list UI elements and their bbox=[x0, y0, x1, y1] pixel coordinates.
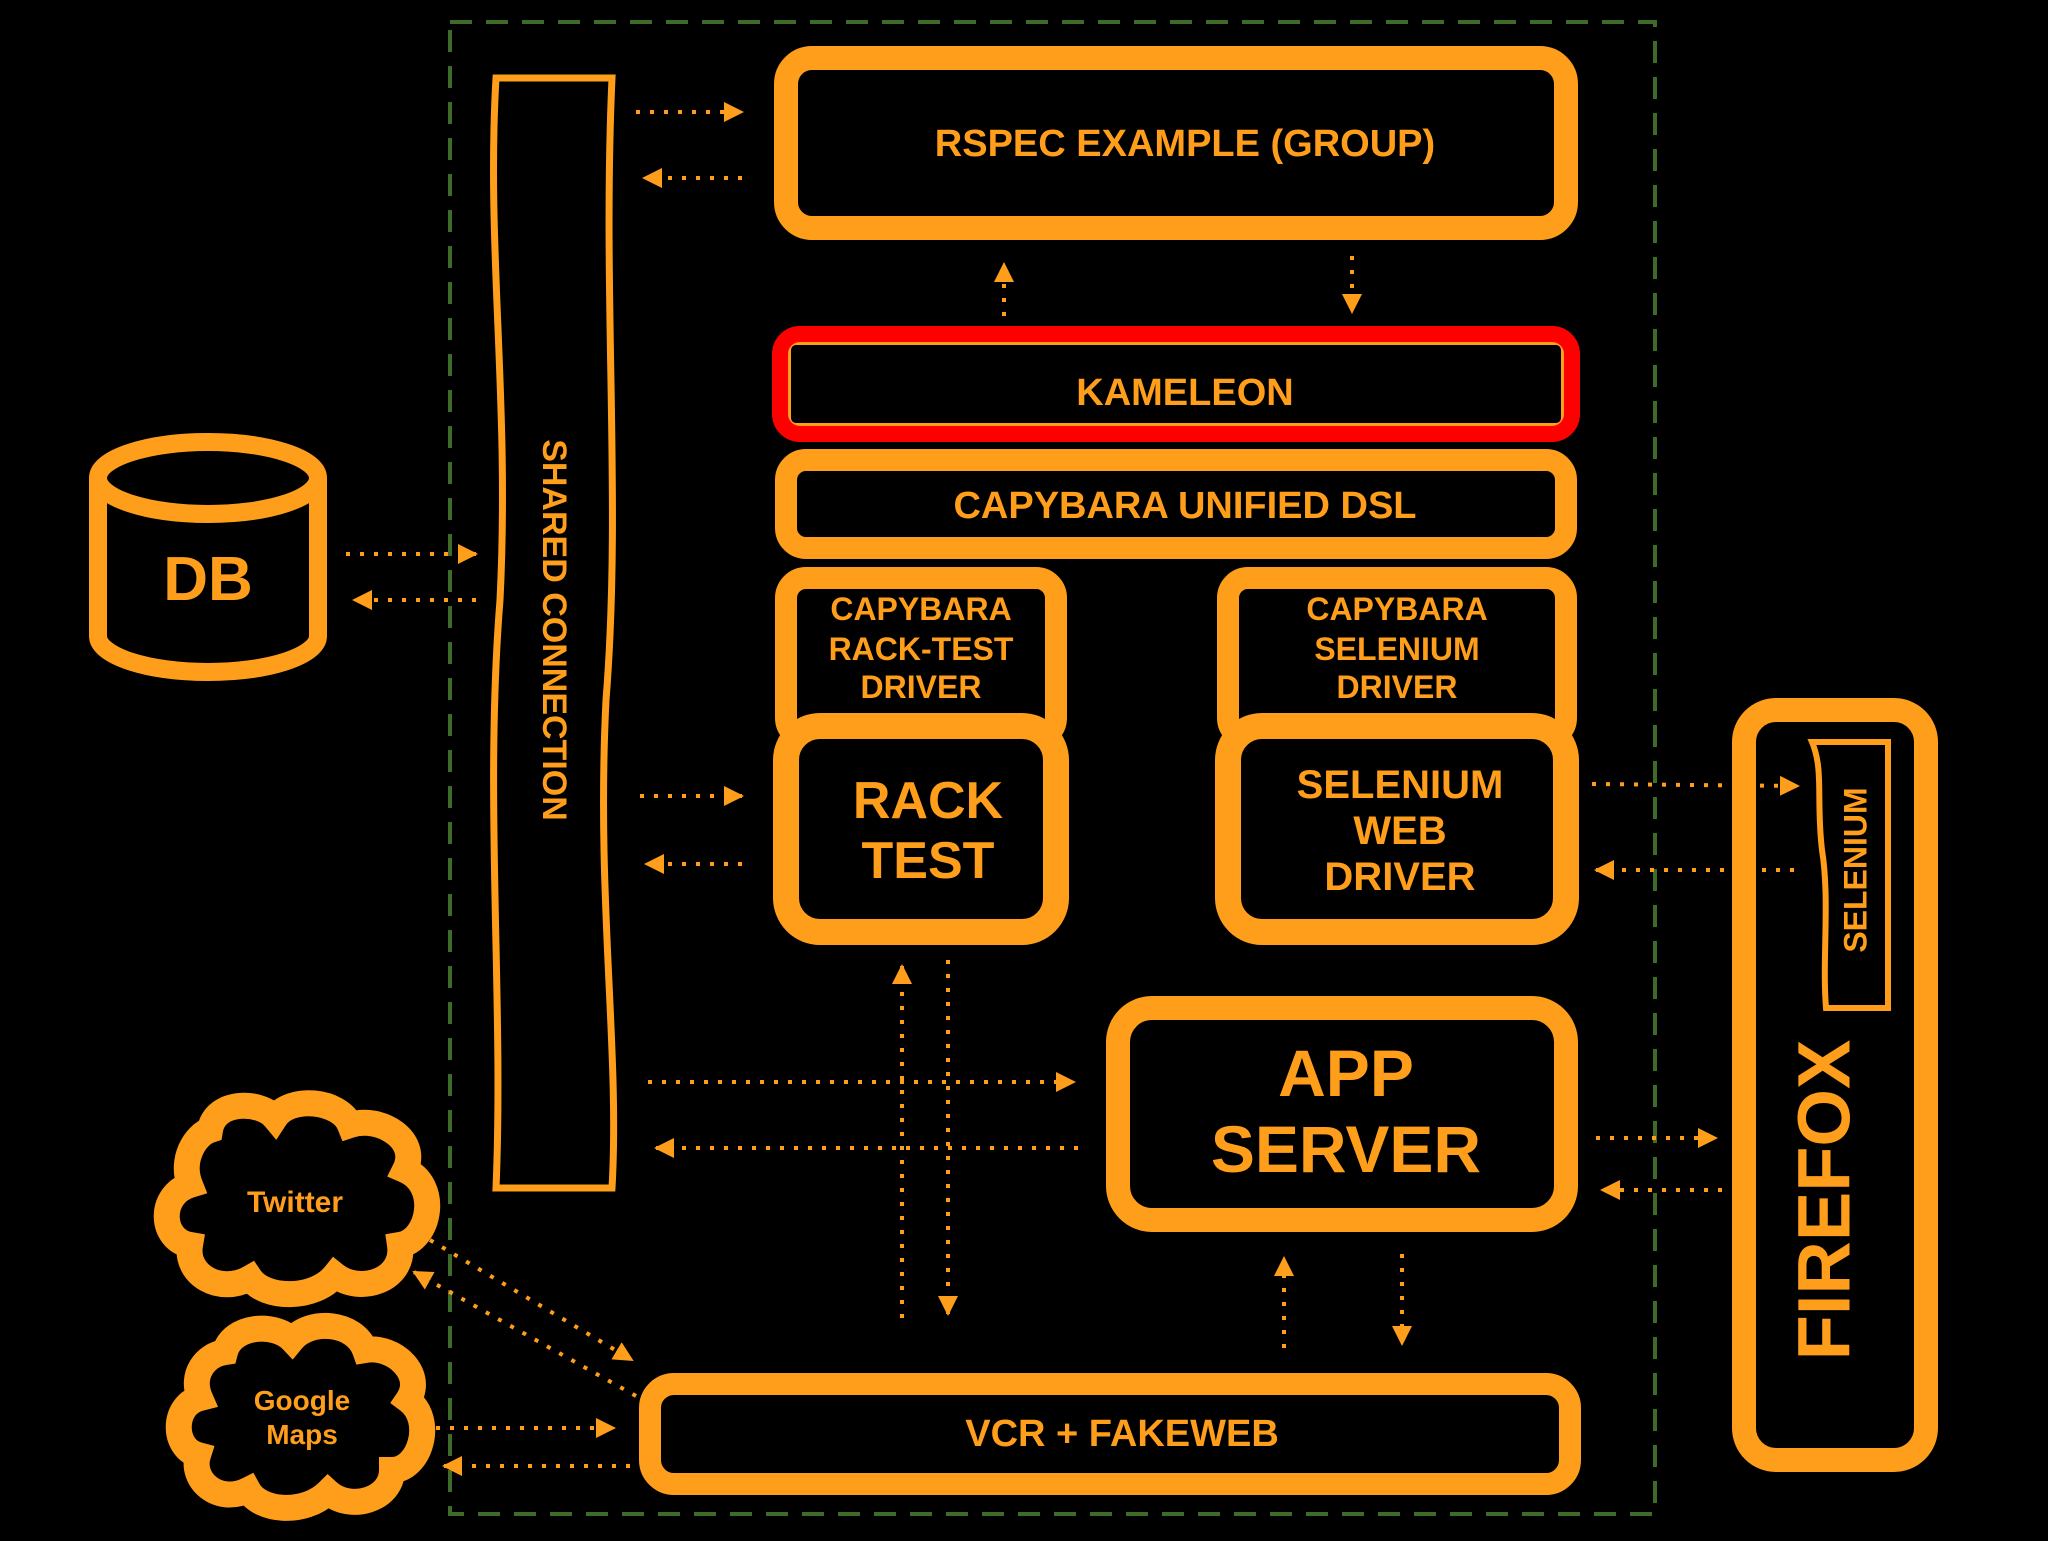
shared-connection-node: SHARED CONNECTION bbox=[490, 74, 618, 1192]
google-maps-label-1: Google bbox=[254, 1385, 350, 1416]
selenium-driver-label-3: DRIVER bbox=[1337, 669, 1458, 705]
selenium-web-driver-label-1: SELENIUM bbox=[1297, 763, 1504, 807]
kameleon-label: KAMELEON bbox=[1076, 372, 1293, 414]
arrow-vcr-to-twitter bbox=[412, 1270, 637, 1398]
db-label: DB bbox=[163, 545, 253, 614]
vcr-fakeweb-label: VCR + FAKEWEB bbox=[965, 1413, 1279, 1455]
vcr-fakeweb-node: VCR + FAKEWEB bbox=[639, 1373, 1581, 1495]
selenium-web-driver-label-2: WEB bbox=[1353, 809, 1446, 853]
firefox-label: FIREFOX bbox=[1783, 1040, 1866, 1361]
rspec-example-node: RSPEC EXAMPLE (GROUP) bbox=[774, 46, 1578, 240]
firefox-node: SELENIUM FIREFOX bbox=[1732, 698, 1938, 1472]
rack-test-node: RACK TEST bbox=[773, 713, 1069, 945]
rack-driver-label-1: CAPYBARA bbox=[830, 591, 1011, 627]
rack-test-label-1: RACK bbox=[853, 772, 1004, 830]
google-maps-cloud-node: Google Maps bbox=[165, 1312, 436, 1521]
kameleon-node: KAMELEON bbox=[772, 326, 1580, 442]
capybara-selenium-driver-node: CAPYBARA SELENIUM DRIVER bbox=[1217, 567, 1577, 749]
db-node: DB bbox=[89, 433, 327, 681]
capybara-dsl-node: CAPYBARA UNIFIED DSL bbox=[775, 449, 1577, 559]
selenium-driver-label-2: SELENIUM bbox=[1314, 631, 1479, 667]
shared-connection-label: SHARED CONNECTION bbox=[535, 439, 573, 821]
rack-test-label-2: TEST bbox=[862, 832, 995, 890]
selenium-web-driver-label-3: DRIVER bbox=[1324, 855, 1475, 899]
app-server-node: APP SERVER bbox=[1106, 996, 1578, 1232]
system-boundary bbox=[448, 20, 1657, 1516]
rack-driver-label-2: RACK-TEST bbox=[829, 631, 1014, 667]
app-server-label-1: APP bbox=[1278, 1036, 1414, 1110]
google-maps-label-2: Maps bbox=[266, 1419, 338, 1450]
selenium-driver-label-1: CAPYBARA bbox=[1306, 591, 1487, 627]
app-server-label-2: SERVER bbox=[1211, 1112, 1481, 1186]
arrow-selenium-to-firefox bbox=[1591, 775, 1800, 796]
selenium-plugin-shape bbox=[1807, 739, 1891, 1011]
rack-driver-label-3: DRIVER bbox=[861, 669, 982, 705]
twitter-cloud-node: Twitter bbox=[153, 1090, 441, 1308]
selenium-label: SELENIUM bbox=[1837, 787, 1873, 952]
arrow-twitter-to-vcr bbox=[428, 1238, 634, 1362]
rspec-label: RSPEC EXAMPLE (GROUP) bbox=[935, 123, 1435, 165]
connectors bbox=[346, 102, 1800, 1476]
selenium-web-driver-node: SELENIUM WEB DRIVER bbox=[1215, 713, 1579, 945]
capybara-dsl-label: CAPYBARA UNIFIED DSL bbox=[953, 485, 1416, 527]
twitter-label: Twitter bbox=[247, 1186, 343, 1219]
